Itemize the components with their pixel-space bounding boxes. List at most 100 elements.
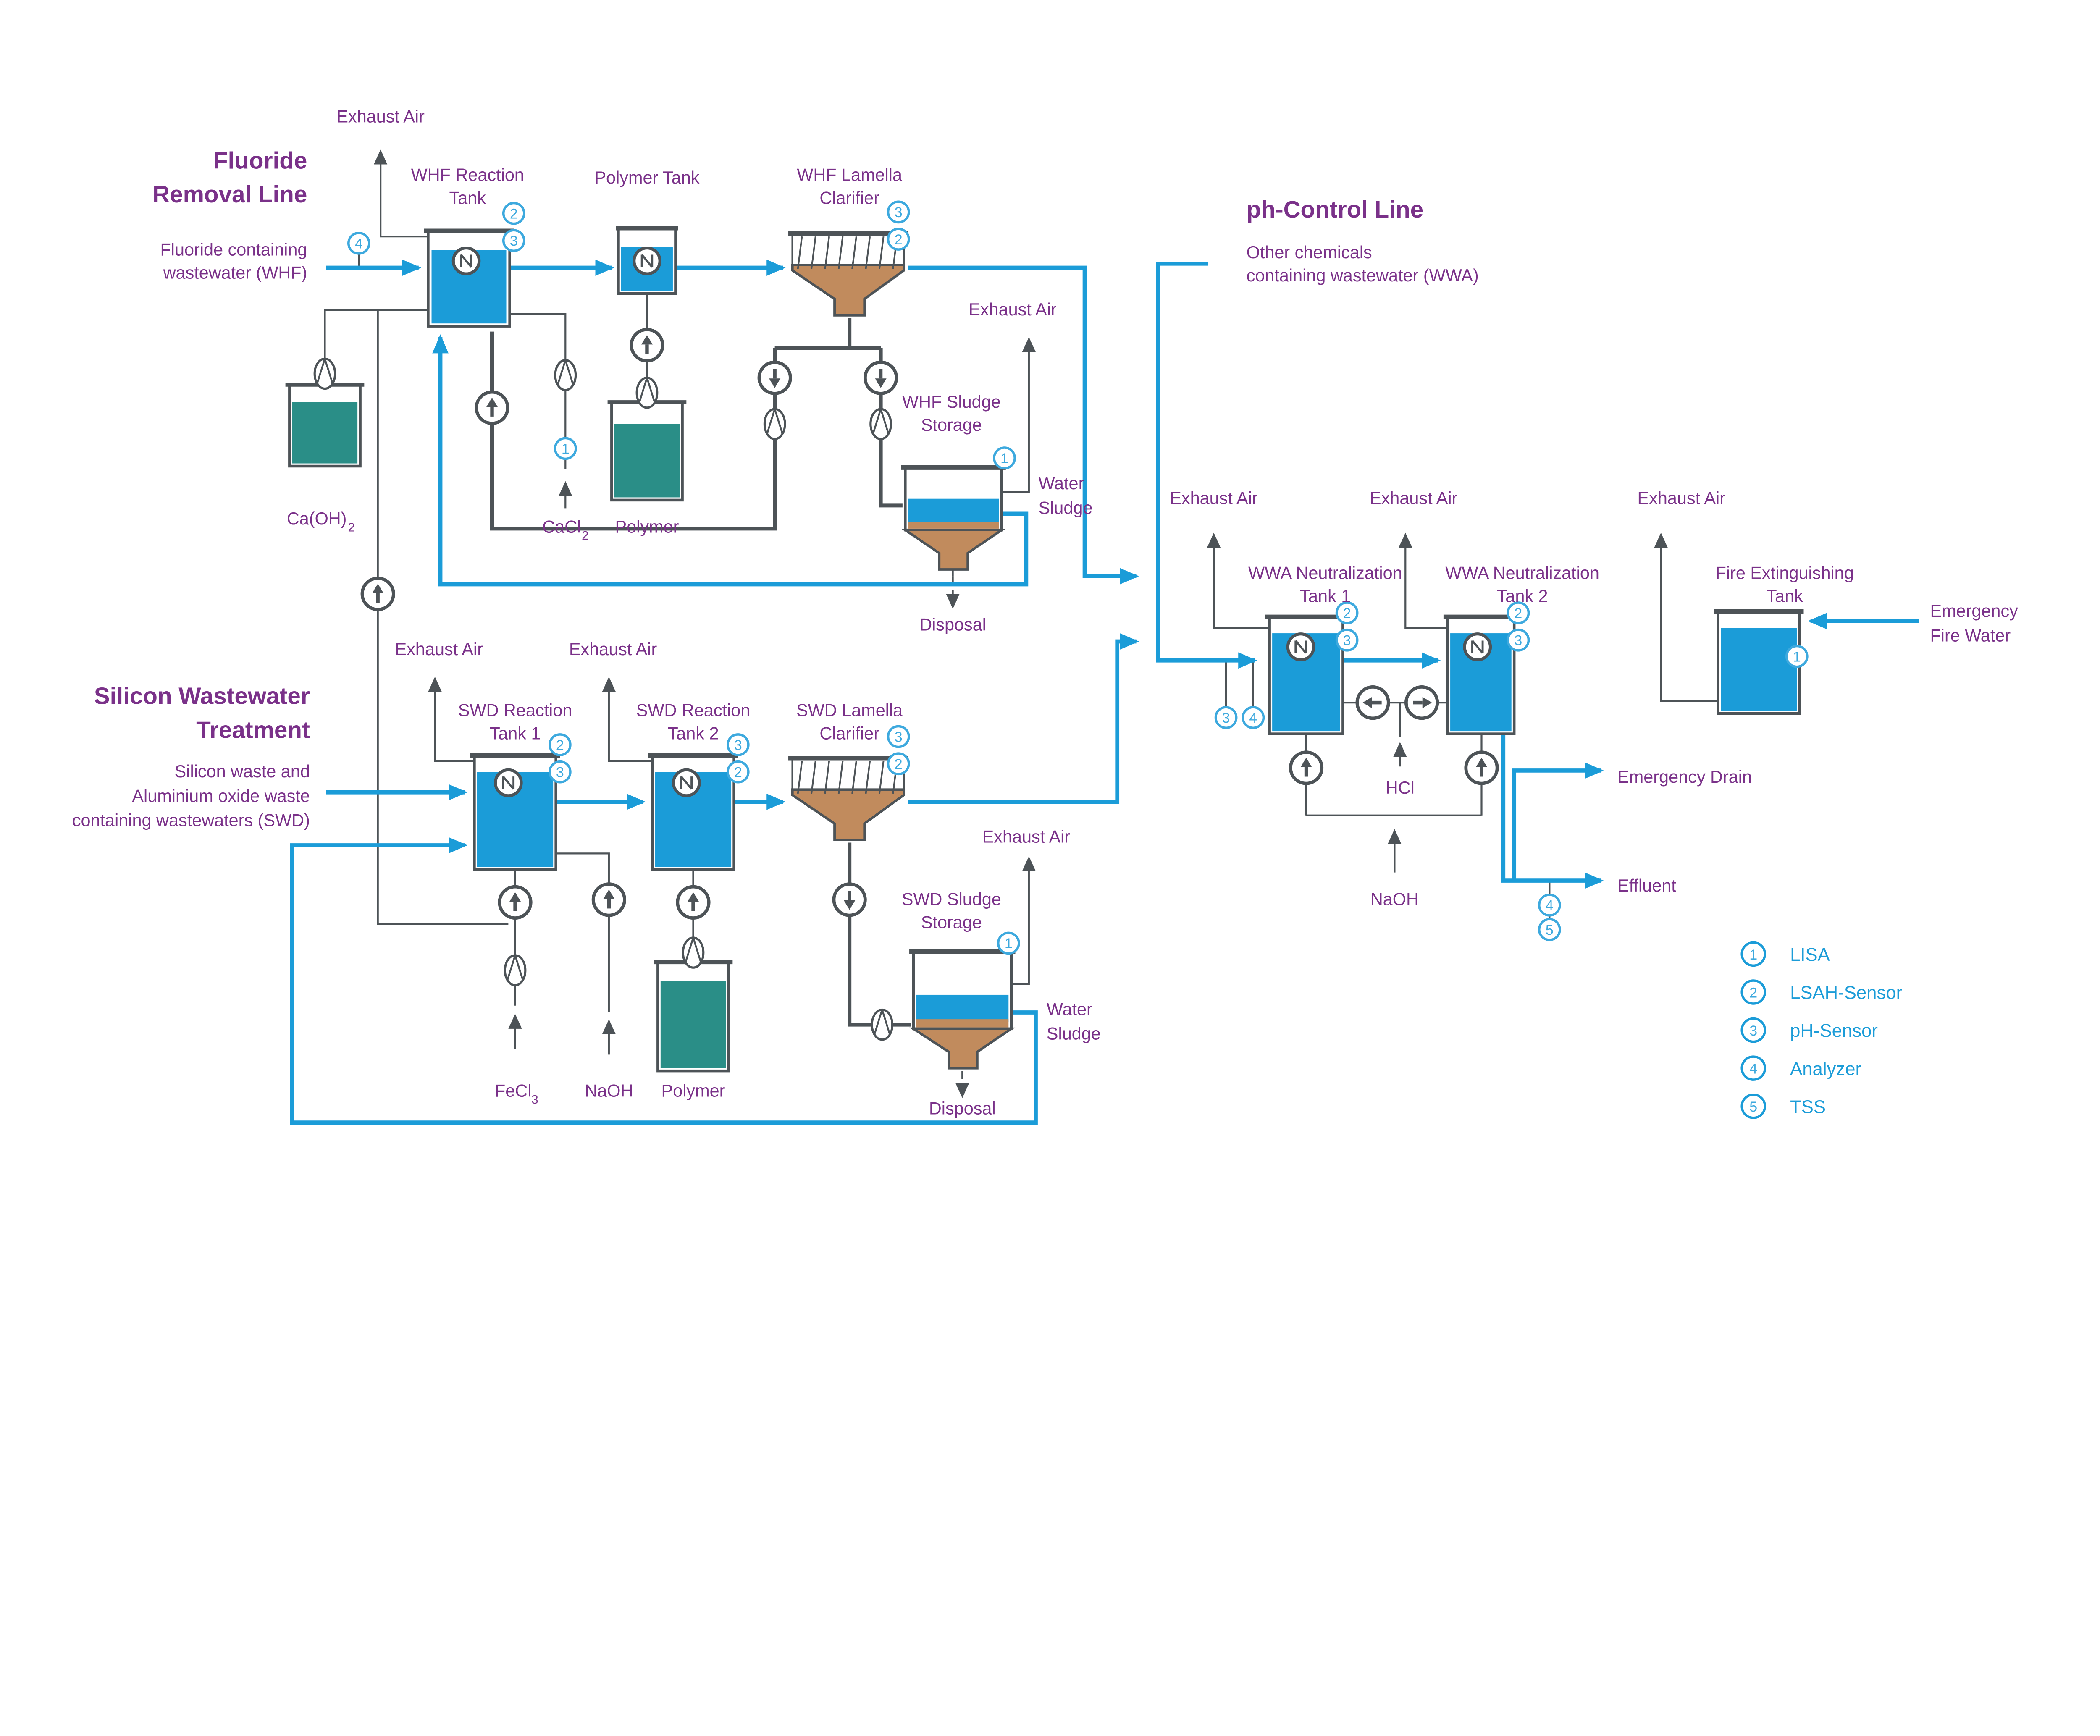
sensor-badge-ph: 3 bbox=[726, 733, 750, 756]
caoh2-tank bbox=[285, 382, 365, 468]
sensor-number: 1 bbox=[1000, 451, 1008, 467]
wwa2-exhaust-pipe bbox=[1399, 532, 1448, 629]
legend-number: 1 bbox=[1749, 947, 1757, 963]
disposal-label: Disposal bbox=[919, 615, 986, 635]
pump-up-icon bbox=[476, 392, 507, 423]
sensor-number: 2 bbox=[1343, 606, 1351, 621]
sensor-number: 5 bbox=[1546, 922, 1554, 938]
whf-clarifier-outlet bbox=[908, 265, 1139, 585]
mixer-icon bbox=[453, 248, 479, 274]
text-labels: Fluoride Removal Line Fluoride containin… bbox=[72, 107, 2018, 1118]
legend: 1 LISA 2 LSAH-Sensor 3 pH-Sensor 4 Analy… bbox=[1740, 941, 1902, 1119]
dosing-pump-icon bbox=[505, 955, 525, 985]
whf-lamella-label: WHF Lamella bbox=[797, 165, 903, 184]
pump-up-icon bbox=[631, 330, 662, 361]
polymer-tank bbox=[616, 226, 678, 295]
whf-sludge-storage-label: Storage bbox=[921, 415, 982, 435]
dosing-pump-icon bbox=[683, 938, 704, 968]
sensor-stub bbox=[1225, 660, 1254, 707]
sensor-number: 3 bbox=[895, 205, 903, 220]
pump-down-icon bbox=[865, 362, 896, 393]
emergency-drain-label: Emergency Drain bbox=[1617, 767, 1752, 787]
pump-up-icon bbox=[362, 578, 393, 609]
swd-clarifier-outlet bbox=[908, 633, 1139, 804]
sensor-number: 4 bbox=[355, 236, 363, 252]
water-sludge-label: Water bbox=[1047, 999, 1092, 1019]
sensor-badge-lsah: 2 bbox=[726, 760, 750, 784]
fecl3-label: FeCl 3 bbox=[495, 1081, 538, 1107]
legend-number: 5 bbox=[1749, 1099, 1757, 1115]
sensor-number: 1 bbox=[1793, 649, 1801, 665]
fire-tank-label: Tank bbox=[1766, 587, 1803, 606]
mixer-icon bbox=[496, 770, 521, 795]
pump-up-icon bbox=[1291, 752, 1322, 783]
exhaust-air-label: Exhaust Air bbox=[982, 827, 1071, 846]
legend-label: TSS bbox=[1790, 1096, 1826, 1117]
sensors: 4 2 3 1 3 2 1 3 4 2 3 2 3 1 4 5 2 3 3 2 … bbox=[347, 200, 1809, 955]
emergency-drain-line bbox=[1512, 762, 1604, 881]
whf-reaction-tank-label: Tank bbox=[449, 188, 486, 207]
legend-label: Analyzer bbox=[1790, 1059, 1861, 1079]
exhaust-air-label: Exhaust Air bbox=[969, 300, 1057, 319]
water-sludge-label: Water bbox=[1038, 474, 1084, 493]
disposal-label: Disposal bbox=[929, 1099, 996, 1118]
swd-polymer-storage-tank bbox=[654, 960, 733, 1073]
wwa-naoh-pipe bbox=[1305, 734, 1483, 816]
sensor-badge-ph: 3 bbox=[1335, 628, 1359, 652]
sensor-number: 2 bbox=[1514, 606, 1522, 621]
exhaust-air-label: Exhaust Air bbox=[1638, 489, 1726, 508]
sensor-badge-lsah: 2 bbox=[1507, 601, 1530, 624]
sensor-number: 3 bbox=[734, 737, 742, 753]
silicon-input-label: Aluminium oxide waste bbox=[132, 786, 310, 805]
emergency-fire-water-label: Fire Water bbox=[1930, 626, 2011, 645]
pump-up-icon bbox=[1466, 752, 1497, 783]
legend-badge-icon bbox=[1740, 1017, 1767, 1043]
naoh-label: NaOH bbox=[1370, 889, 1419, 909]
legend-item: 5 TSS bbox=[1740, 1094, 1826, 1119]
legend-badge-icon bbox=[1740, 979, 1767, 1005]
fire-extinguishing-tank bbox=[1714, 609, 1804, 715]
chem-base: Ca(OH) bbox=[287, 509, 347, 528]
swd-storage-exhaust-pipe bbox=[1011, 856, 1036, 985]
silicon-input-label: containing wastewaters (SWD) bbox=[72, 811, 310, 830]
swd-reaction-tank-1 bbox=[470, 753, 560, 871]
dosing-pump-icon bbox=[872, 1010, 892, 1040]
mixer-icon bbox=[1465, 634, 1490, 660]
swd-lamella-label: SWD Lamella bbox=[796, 700, 903, 720]
whf-lamella-clarifier bbox=[788, 231, 908, 317]
wwa-tank1-label: Tank 1 bbox=[1299, 587, 1351, 606]
pump-down-icon bbox=[759, 362, 790, 393]
equipment bbox=[285, 226, 1804, 1073]
exhaust-air-label: Exhaust Air bbox=[1370, 489, 1458, 508]
wwa-neutralization-tank-2 bbox=[1443, 614, 1518, 735]
sensor-badge-lisa: 1 bbox=[1785, 645, 1809, 668]
mixer-icon bbox=[1288, 634, 1313, 660]
fire-tank-label: Fire Extinguishing bbox=[1716, 564, 1854, 583]
swd-lamella-label: Clarifier bbox=[819, 724, 879, 743]
polymer-label: Polymer bbox=[615, 517, 679, 537]
emergency-fire-water-label: Emergency bbox=[1930, 601, 2018, 621]
sensor-badge-ph: 3 bbox=[1214, 706, 1238, 729]
pump-up-icon bbox=[593, 884, 625, 915]
exhaust-air-label: Exhaust Air bbox=[1170, 489, 1258, 508]
legend-label: pH-Sensor bbox=[1790, 1020, 1878, 1041]
dosing-pump-icon bbox=[871, 409, 891, 439]
sensor-badge-lsah: 2 bbox=[1335, 601, 1359, 624]
sensor-badge-lsah: 2 bbox=[502, 202, 525, 225]
silicon-input-label: Silicon waste and bbox=[175, 762, 310, 781]
sensor-number: 2 bbox=[734, 764, 742, 780]
legend-label: LISA bbox=[1790, 944, 1830, 965]
chem-subscript: 3 bbox=[531, 1093, 538, 1107]
wwa-main-line bbox=[1156, 261, 1257, 669]
sensor-number: 1 bbox=[562, 441, 570, 457]
swd1-exhaust-pipe bbox=[428, 677, 475, 762]
section-title-fluoride: Fluoride bbox=[213, 147, 307, 174]
swd2-exhaust-pipe bbox=[602, 677, 653, 762]
legend-badge-icon bbox=[1740, 1094, 1767, 1119]
sensor-badge-tss: 5 bbox=[1538, 918, 1561, 941]
section-title-ph-control: ph-Control Line bbox=[1247, 197, 1423, 223]
whf-sludge-storage bbox=[901, 465, 1006, 571]
legend-number: 2 bbox=[1749, 985, 1757, 1001]
fluoride-input-label: Fluoride containing bbox=[160, 240, 307, 259]
swd-tank2-label: Tank 2 bbox=[667, 724, 719, 743]
